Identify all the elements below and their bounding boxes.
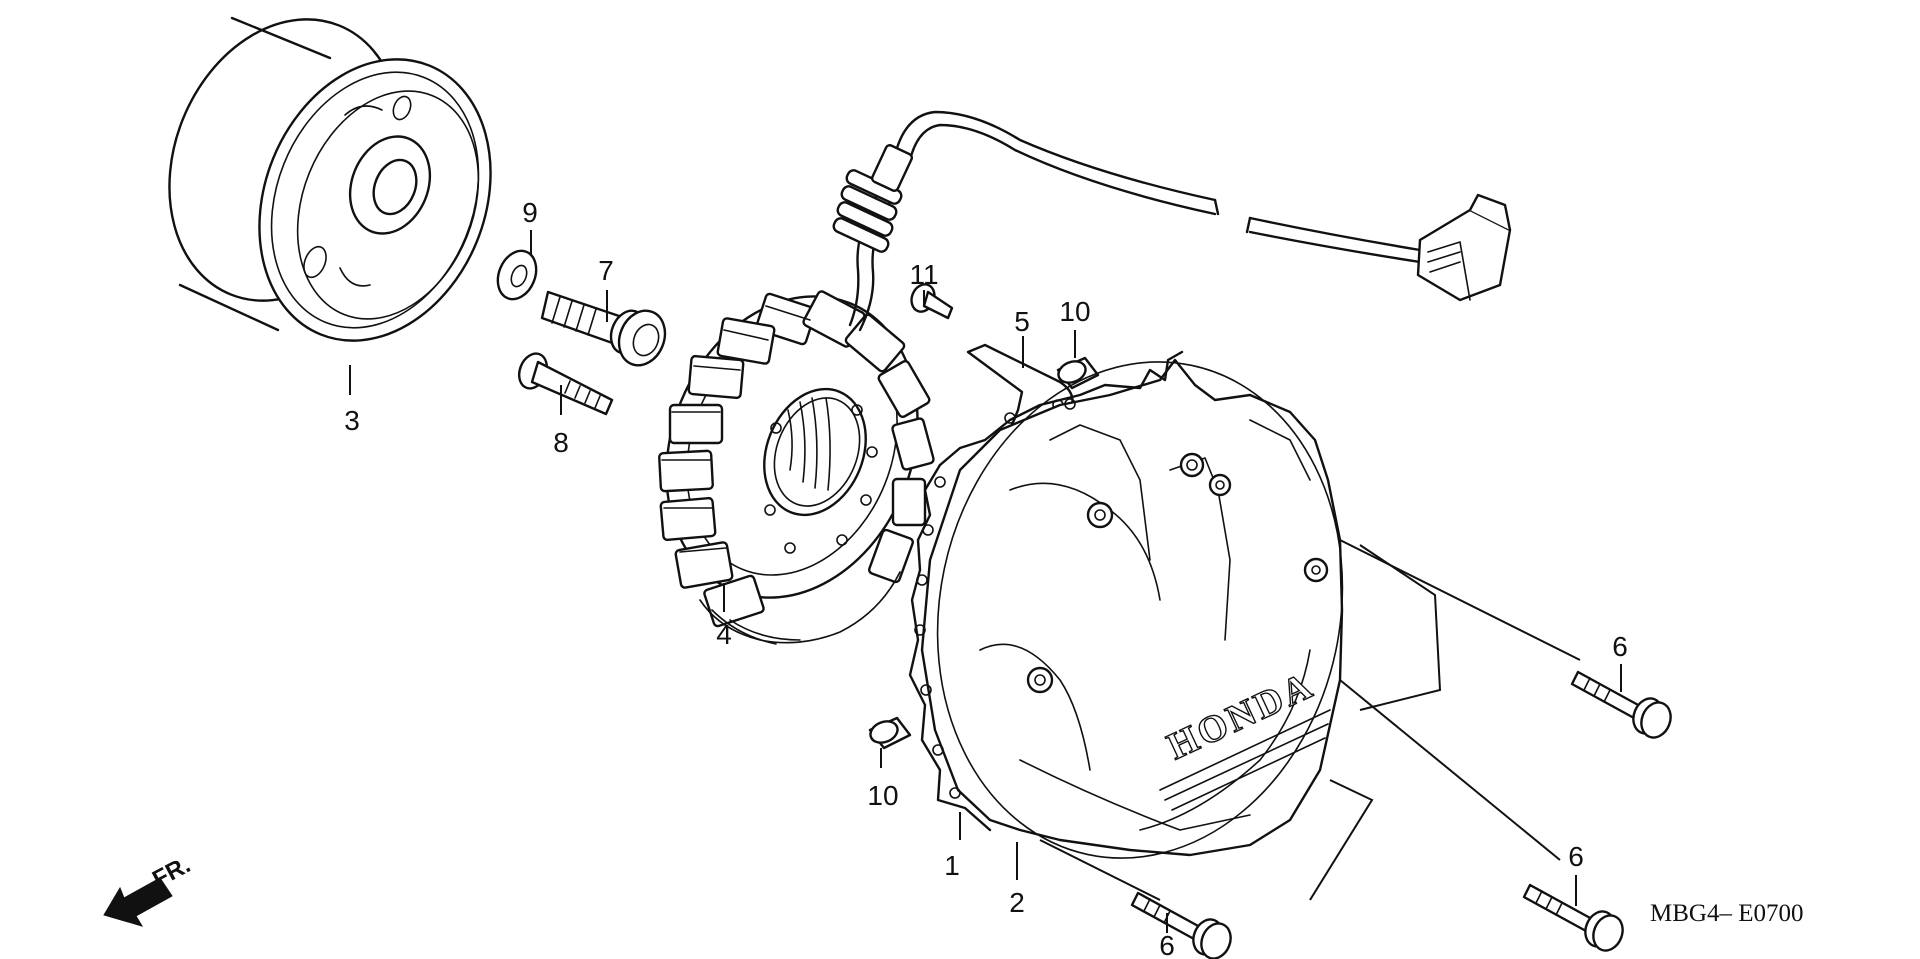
- callout-9: 9: [522, 197, 538, 228]
- dowel-pin: [1056, 356, 1100, 390]
- cap-bolt: [517, 352, 614, 416]
- callout-7: 7: [598, 255, 614, 286]
- callout-6: 6: [1612, 631, 1628, 662]
- washer: [496, 249, 538, 301]
- callouts: 1 2 3 4 5 6 6 6 7 8 9 10 10 11: [344, 197, 1628, 959]
- crankcase-cover: HONDA: [920, 358, 1344, 859]
- callout-8: 8: [553, 427, 569, 458]
- callout-1: 1: [944, 850, 960, 881]
- callout-6: 6: [1159, 930, 1175, 959]
- wire-harness: [832, 110, 1512, 332]
- callout-3: 3: [344, 405, 360, 436]
- callout-10: 10: [867, 780, 898, 811]
- flange-bolt-6: [1570, 670, 1672, 739]
- front-direction-arrow-icon: FR.: [103, 851, 195, 927]
- stator: [658, 290, 935, 645]
- flange-bolt-6: [1130, 891, 1232, 959]
- bolt-reference-lines: [1039, 539, 1581, 901]
- callout-10: 10: [1059, 296, 1090, 327]
- callout-2: 2: [1009, 887, 1025, 918]
- gasket: [908, 350, 1184, 832]
- callout-5: 5: [1014, 306, 1030, 337]
- callout-11: 11: [909, 259, 938, 290]
- flange-bolt-6: [1522, 883, 1624, 952]
- callout-4: 4: [716, 619, 732, 650]
- callout-6: 6: [1568, 841, 1584, 872]
- flange-bolt: [540, 290, 667, 367]
- flywheel-rotor: [168, 16, 492, 342]
- leader-lines: [349, 230, 1622, 933]
- small-bolt: [910, 283, 954, 320]
- dowel-pin: [868, 716, 912, 750]
- diagram-code: MBG4– E0700: [1650, 900, 1803, 927]
